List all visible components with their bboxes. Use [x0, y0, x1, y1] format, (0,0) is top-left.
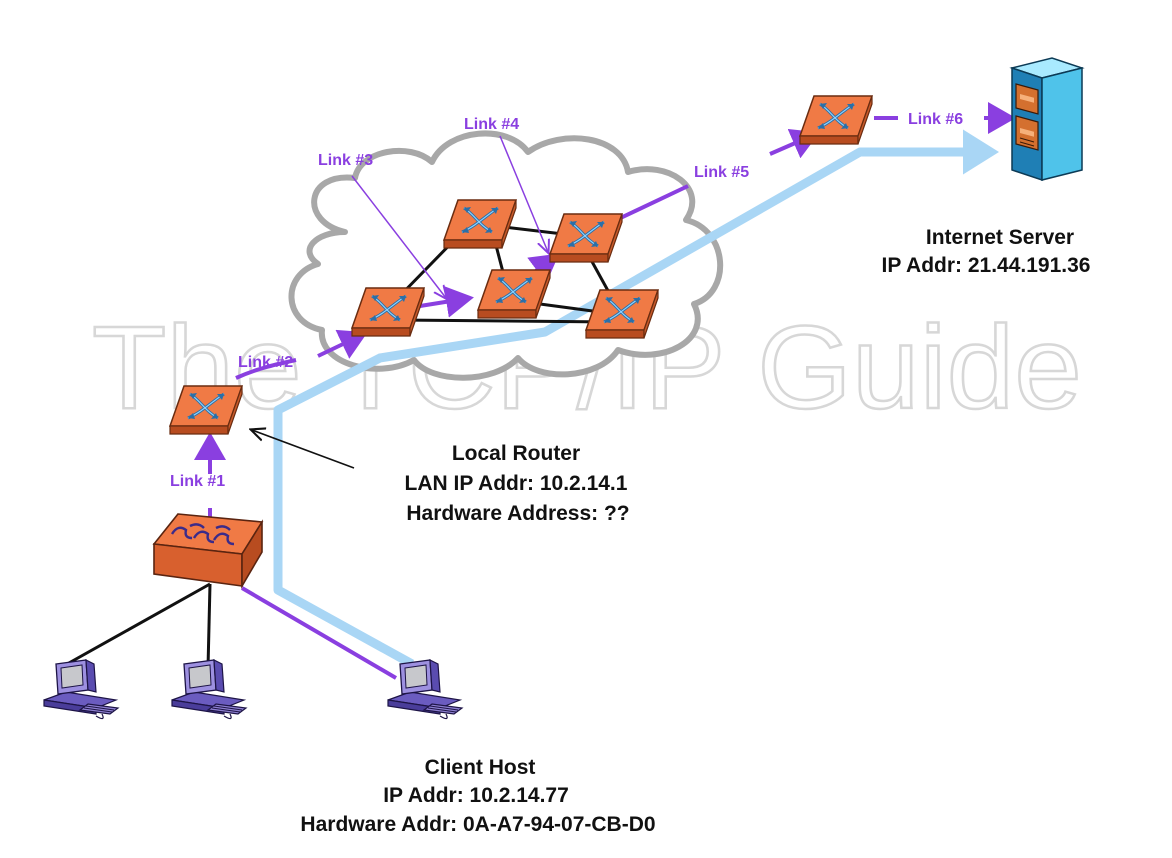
link3-callout — [351, 175, 446, 298]
computer-icon-2 — [171, 659, 247, 720]
local-router-callout — [252, 430, 355, 469]
local-router-ip: LAN IP Addr: 10.2.14.1 — [405, 472, 628, 495]
switch-icon — [152, 512, 264, 588]
client-host-title: Client Host — [425, 756, 536, 779]
link-6-label: Link #6 — [908, 111, 963, 128]
link-5-label: Link #5 — [694, 164, 749, 181]
traffic-path — [273, 129, 999, 668]
edge-router-icon — [798, 94, 874, 146]
link-1-label: Link #1 — [170, 473, 225, 490]
internet-server-ip: IP Addr: 21.44.191.36 — [882, 254, 1091, 277]
client-host-computer-icon — [387, 659, 463, 720]
link-4-label: Link #4 — [464, 116, 519, 133]
client-host-hw: Hardware Addr: 0A-A7-94-07-CB-D0 — [300, 813, 655, 836]
server-icon — [1011, 57, 1083, 181]
network-links — [59, 222, 614, 670]
client-host-ip: IP Addr: 10.2.14.77 — [383, 784, 569, 807]
internet-server-title: Internet Server — [926, 226, 1074, 249]
local-router-hw: Hardware Address: ?? — [406, 502, 629, 525]
link4-callout — [499, 135, 548, 252]
local-router-title: Local Router — [452, 442, 580, 465]
computer-icon-1 — [43, 659, 119, 720]
link-3-label: Link #3 — [318, 152, 373, 169]
link-2-label: Link #2 — [238, 354, 293, 371]
